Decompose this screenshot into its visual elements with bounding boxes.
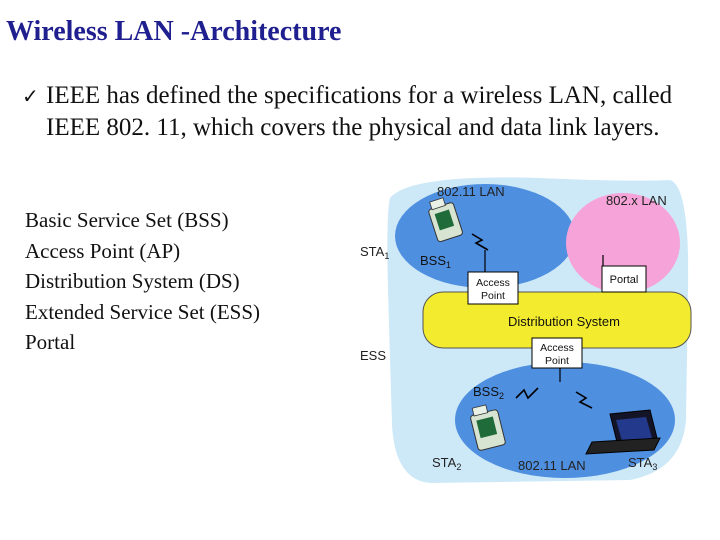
portal-label: Portal xyxy=(610,274,639,286)
access-point-2-box xyxy=(531,337,583,369)
access-point-1-label-line2: Point xyxy=(481,290,505,302)
bss2-label: BSS2 xyxy=(473,384,504,401)
access-point-2-label-line2: Point xyxy=(545,355,569,367)
sta2-label: STA2 xyxy=(432,455,461,472)
term-ap: Access Point (AP) xyxy=(25,238,181,263)
term-portal: Portal xyxy=(25,330,76,354)
bullet-point: ✓ IEEE has defined the specifications fo… xyxy=(22,80,702,144)
sta1-label: STA1 xyxy=(360,244,389,261)
sta1-device-icon xyxy=(428,197,463,243)
bss1-label: BSS1 xyxy=(420,253,451,270)
lan-top-label: 802.11 LAN xyxy=(437,184,505,199)
lan-bottom-label: 802.11 LAN xyxy=(518,458,586,473)
term-list: Basic Service Set (BSS) Access Point (AP… xyxy=(25,205,260,358)
wireless-signal-icon xyxy=(575,391,593,409)
access-point-2-label-line1: Access xyxy=(540,342,574,354)
distribution-system-label: Distribution System xyxy=(508,314,620,329)
wlan-architecture-diagram: 802.11 LAN 802.x LAN STA1 BSS1 Access Po… xyxy=(360,177,692,483)
term-ess: Extended Service Set (ESS) xyxy=(25,299,261,324)
wireless-signal-icon xyxy=(515,387,539,400)
access-point-1-label-line1: Access xyxy=(476,277,510,289)
lan-x-label: 802.x LAN xyxy=(606,193,667,208)
term-ds: Distribution System (DS) xyxy=(25,269,240,293)
access-point-1-box xyxy=(467,271,519,305)
term-bss: Basic Service Set (BSS) xyxy=(25,208,229,232)
sta3-laptop-icon xyxy=(585,409,661,455)
ess-label: ESS xyxy=(360,348,386,363)
portal-box xyxy=(601,265,647,293)
sta2-device-icon xyxy=(470,404,506,451)
lan-x-ellipse xyxy=(566,193,680,293)
bullet-text: IEEE has defined the specifications for … xyxy=(46,82,673,141)
slide-title: Wireless LAN -Architecture xyxy=(6,16,342,47)
wireless-signal-icon xyxy=(471,233,489,251)
sta3-label: STA3 xyxy=(628,455,657,472)
check-icon: ✓ xyxy=(22,84,39,108)
